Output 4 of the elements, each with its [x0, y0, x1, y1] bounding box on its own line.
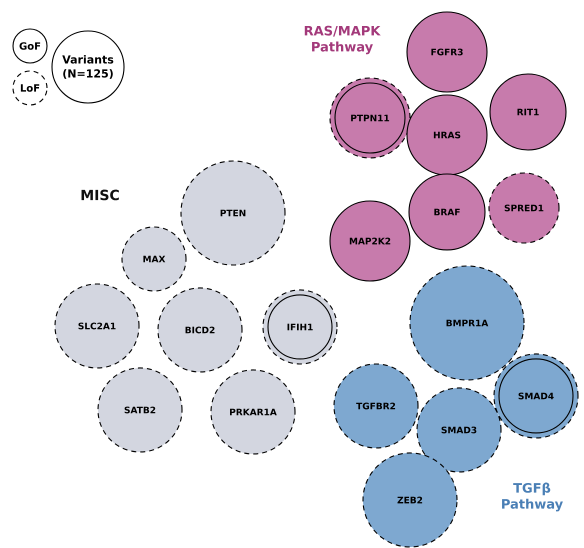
group-label: TGFβ Pathway: [502, 482, 563, 512]
group-label: MISC: [82, 190, 119, 200]
group-label: RAS/MAPK Pathway: [304, 26, 381, 54]
node-label: SMAD4: [518, 392, 554, 400]
